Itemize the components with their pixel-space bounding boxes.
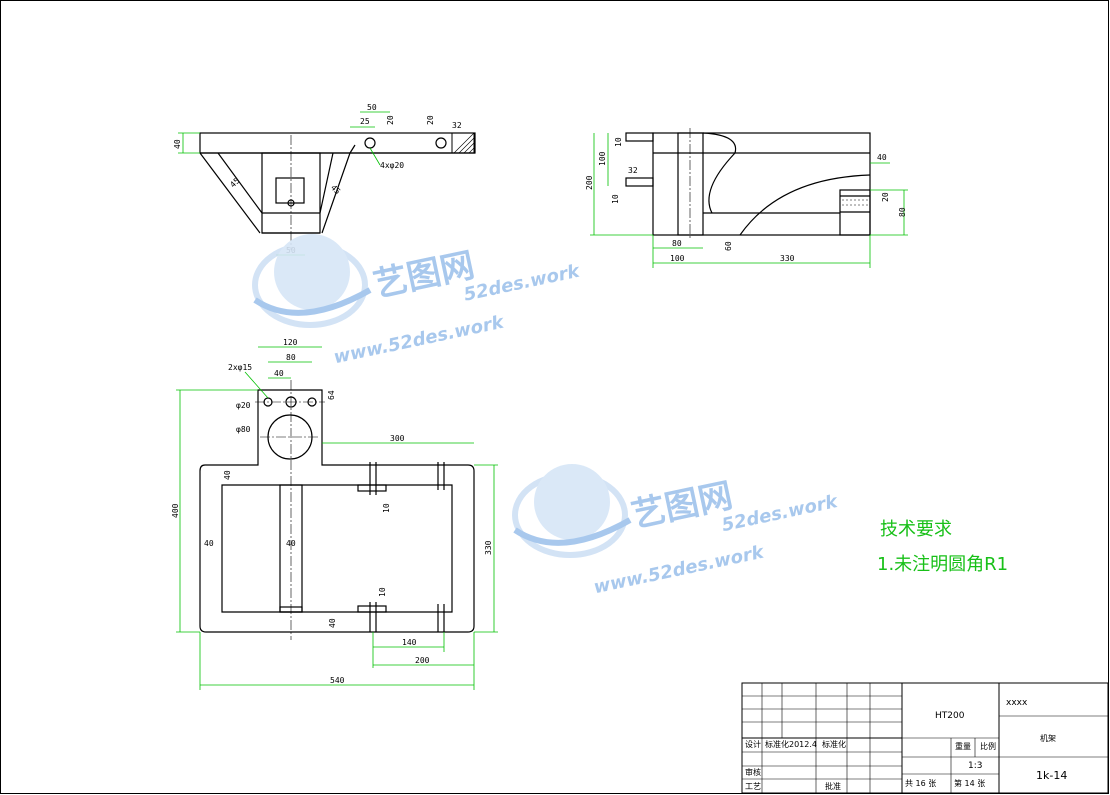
tb-check-label: 审核 xyxy=(745,767,761,777)
side-dim-32: 32 xyxy=(628,166,638,175)
tb-total-sheets: 共 16 张 xyxy=(905,779,936,788)
plan-dim-40-mid: 40 xyxy=(286,539,296,548)
side-dim-80b: 80 xyxy=(672,239,682,248)
tb-scale-label: 比例 xyxy=(980,741,996,751)
plan-phi20: φ20 xyxy=(236,401,251,410)
plan-dim-140: 140 xyxy=(402,638,417,647)
side-dim-10b: 10 xyxy=(611,194,620,204)
top-dim-40: 40 xyxy=(173,139,182,149)
side-dim-20: 20 xyxy=(881,192,890,202)
side-dim-330: 330 xyxy=(780,254,795,263)
title-block: HT200 xxxx 机架 重量 比例 1:3 共 16 张 第 14 张 1k… xyxy=(741,682,1109,794)
side-dim-10a: 10 xyxy=(614,137,623,147)
plan-dim-540: 540 xyxy=(330,676,345,685)
tb-weight-label: 重量 xyxy=(955,741,971,751)
watermark-upper: 艺图网 52des.work www.52des.work xyxy=(252,234,582,369)
tb-scale: 1:3 xyxy=(968,761,982,771)
side-dim-60: 60 xyxy=(724,241,733,251)
side-dim-40: 40 xyxy=(877,153,887,162)
plan-dim-10a: 10 xyxy=(382,503,391,513)
top-dim-20a: 20 xyxy=(386,115,395,125)
plan-dim-64: 64 xyxy=(327,390,336,400)
top-view: 40 50 25 20 20 32 4xφ20 50 45 45 xyxy=(173,103,476,256)
plan-dim-10b: 10 xyxy=(378,587,387,597)
plan-dim-120: 120 xyxy=(283,338,298,347)
plan-dim-40: 40 xyxy=(274,369,284,378)
plan-dim-80: 80 xyxy=(286,353,296,362)
tb-designer-label: 设计 xyxy=(745,739,761,749)
top-dim-50: 50 xyxy=(367,103,377,112)
tb-approve-label: 批准 xyxy=(825,781,841,791)
tb-std-label2: 标准化 xyxy=(822,739,846,749)
plan-dim-300: 300 xyxy=(390,434,405,443)
top-holes-label: 4xφ20 xyxy=(380,161,404,170)
watermark-lower: 艺图网 52des.work www.52des.work xyxy=(512,464,840,599)
side-view: 100 200 10 32 10 40 20 80 80 100 60 330 xyxy=(585,128,908,268)
tb-part-name: 机架 xyxy=(1040,733,1056,743)
plan-dim-40-bottom: 40 xyxy=(328,618,337,628)
plan-holes-15: 2xφ15 xyxy=(228,363,252,372)
plan-phi80: φ80 xyxy=(236,425,251,434)
top-dim-32: 32 xyxy=(452,121,462,130)
top-angle-right: 45 xyxy=(329,183,342,196)
tb-company: xxxx xyxy=(1006,698,1028,708)
side-dim-100b: 100 xyxy=(670,254,685,263)
side-dim-100: 100 xyxy=(598,151,607,166)
top-angle-left: 45 xyxy=(228,176,241,189)
tb-date: 2012.4 xyxy=(789,740,817,749)
tb-craft-label: 工艺 xyxy=(745,782,761,791)
tech-requirements-title: 技术要求 xyxy=(880,519,952,540)
plan-dim-330: 330 xyxy=(484,540,493,555)
watermark-domain-2: 52des.work xyxy=(720,491,840,536)
tb-material: HT200 xyxy=(935,711,965,721)
plan-dim-40-top: 40 xyxy=(223,470,232,480)
tb-drawing-no: 1k-14 xyxy=(1036,769,1067,782)
tech-requirements-item1: 1.未注明圆角R1 xyxy=(877,554,1008,575)
plan-view: 120 80 40 2xφ15 φ20 φ80 64 300 400 40 40… xyxy=(171,338,498,690)
tb-std-label: 标准化 xyxy=(765,739,789,749)
watermark-url-1: www.52des.work xyxy=(332,312,507,369)
top-dim-25: 25 xyxy=(360,117,370,126)
plan-dim-400: 400 xyxy=(171,503,180,518)
side-dim-80: 80 xyxy=(898,207,907,217)
watermark-brand-2: 艺图网 xyxy=(628,476,736,536)
tb-sheet-no: 第 14 张 xyxy=(954,778,985,788)
watermark-domain-1: 52des.work xyxy=(462,260,582,305)
plan-dim-40-left: 40 xyxy=(204,539,214,548)
top-dim-20b: 20 xyxy=(426,115,435,125)
plan-dim-200: 200 xyxy=(415,656,430,665)
watermark-url-2: www.52des.work xyxy=(592,542,767,599)
side-dim-200: 200 xyxy=(585,175,594,190)
watermark-brand-1: 艺图网 xyxy=(370,245,478,305)
